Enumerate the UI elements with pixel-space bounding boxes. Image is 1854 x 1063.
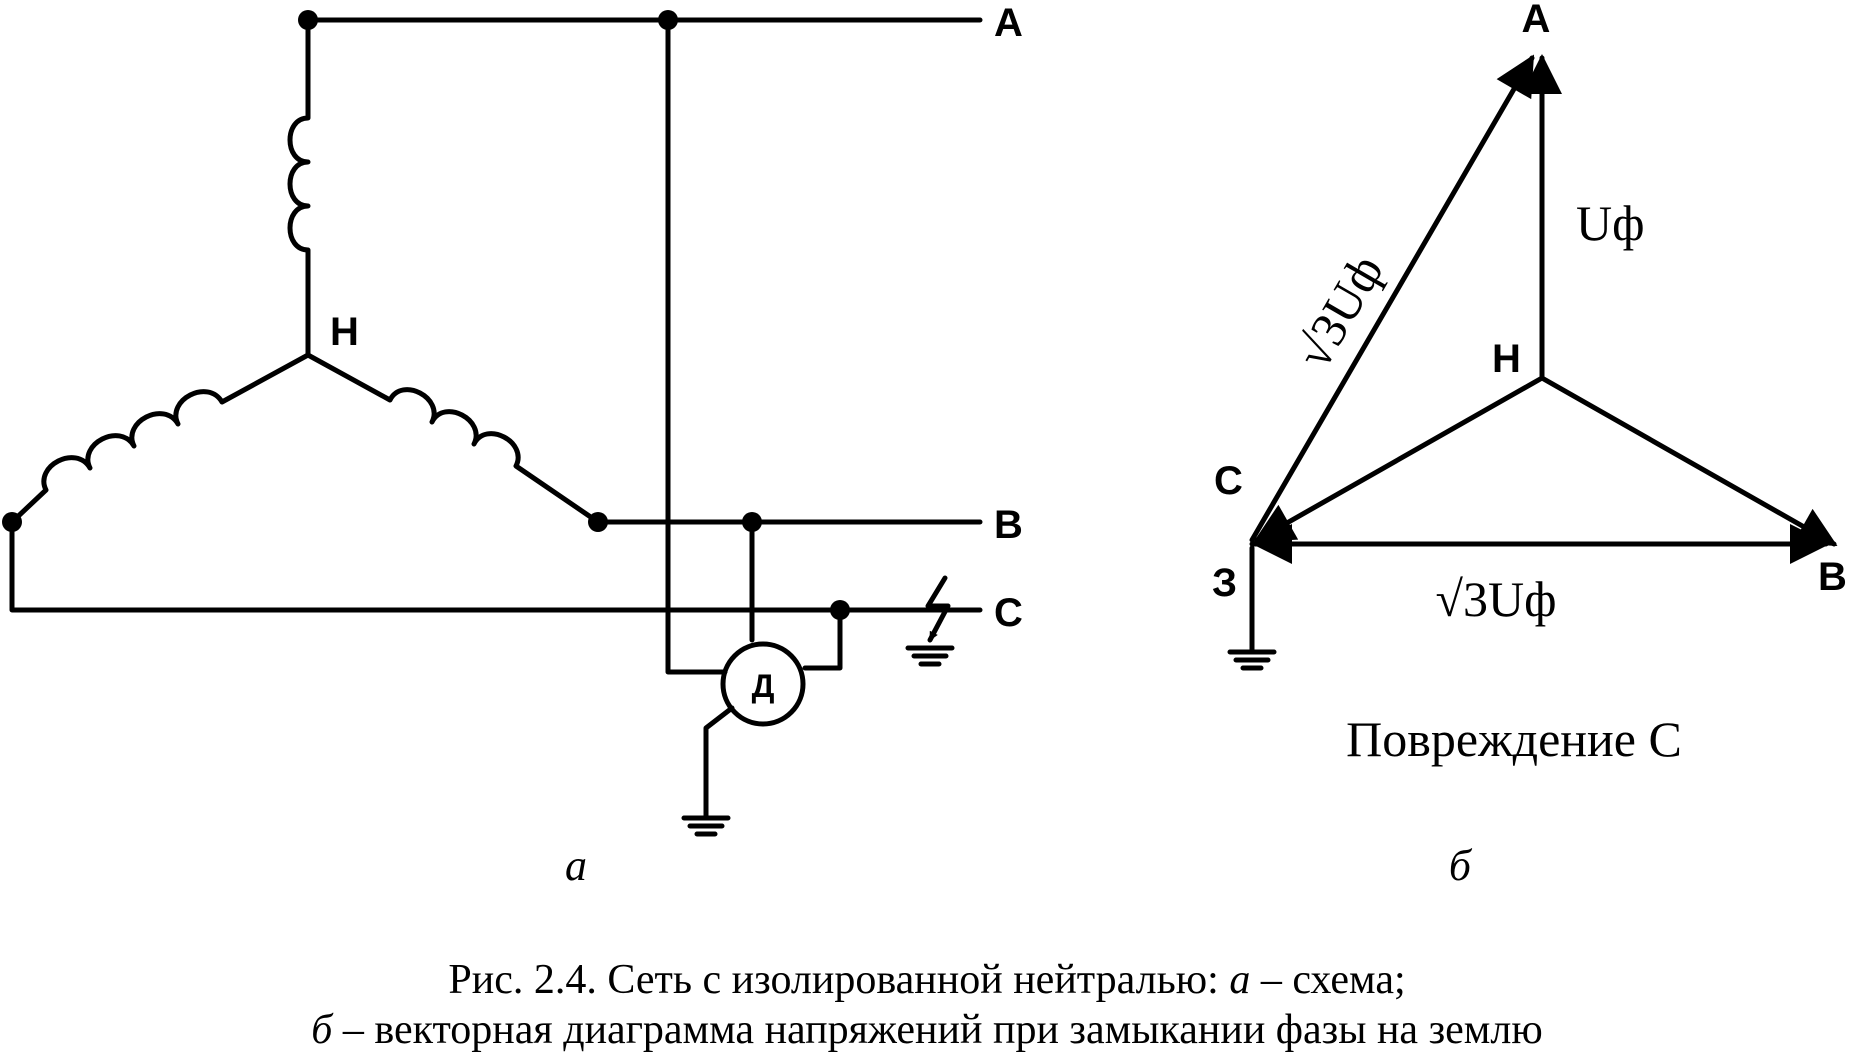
vector-label-b: B: [1818, 555, 1847, 599]
vector-n-to-b: [1539, 375, 1838, 547]
scheme-label-a: A: [994, 1, 1023, 45]
vector-diagram-b: A B C Н З Uф √3Uф √3Uф Повреждение С б: [1212, 0, 1847, 890]
caption-line2-italic: б: [311, 1007, 333, 1053]
vector-diagram-title: Повреждение С: [1346, 711, 1682, 767]
vector-c-to-a: [1249, 54, 1535, 543]
scheme-label-b: B: [994, 503, 1023, 547]
device-label: Д: [752, 668, 775, 704]
label-line-voltage-ca: √3Uф: [1285, 245, 1394, 378]
vector-label-ground: З: [1212, 561, 1237, 605]
label-line-voltage-cb: √3Uф: [1436, 571, 1557, 627]
winding-b: [305, 352, 601, 525]
figure-caption-line-2: б – векторная диаграмма напряжений при з…: [0, 1005, 1854, 1055]
scheme-label-neutral: Н: [330, 310, 359, 354]
vector-n-to-c: [1253, 375, 1545, 543]
scheme-label-c: C: [994, 591, 1023, 635]
scheme-a: Д A B C Н а: [2, 1, 1023, 890]
label-phase-voltage: Uф: [1576, 195, 1645, 251]
winding-c: [9, 352, 311, 525]
device-tap-a: [665, 17, 728, 675]
vector-label-neutral: Н: [1492, 337, 1521, 381]
caption-line1-suffix: – схема;: [1250, 957, 1406, 1003]
fault-lightning-icon: [905, 575, 955, 667]
vector-panel-label: б: [1449, 841, 1473, 890]
caption-line2-suffix: – векторная диаграмма напряжений при зам…: [332, 1007, 1543, 1053]
caption-line1-prefix: Рис. 2.4. Сеть с изолированной нейтралью…: [448, 957, 1230, 1003]
winding-a: [287, 17, 311, 358]
device-ground-wire: [703, 705, 735, 821]
junction-dots: [2, 10, 850, 620]
phase-c-line: [9, 519, 983, 613]
device-ground-icon: [681, 815, 731, 837]
vector-ground-icon: [1227, 649, 1277, 671]
device-d: Д: [720, 641, 806, 727]
caption-line1-italic: а: [1229, 957, 1251, 1003]
vector-label-c: C: [1214, 459, 1243, 503]
figure-caption-line-1: Рис. 2.4. Сеть с изолированной нейтралью…: [0, 955, 1854, 1005]
scheme-panel-label: а: [565, 841, 587, 890]
device-tap-c: [802, 607, 843, 671]
vector-label-a: A: [1522, 0, 1551, 41]
